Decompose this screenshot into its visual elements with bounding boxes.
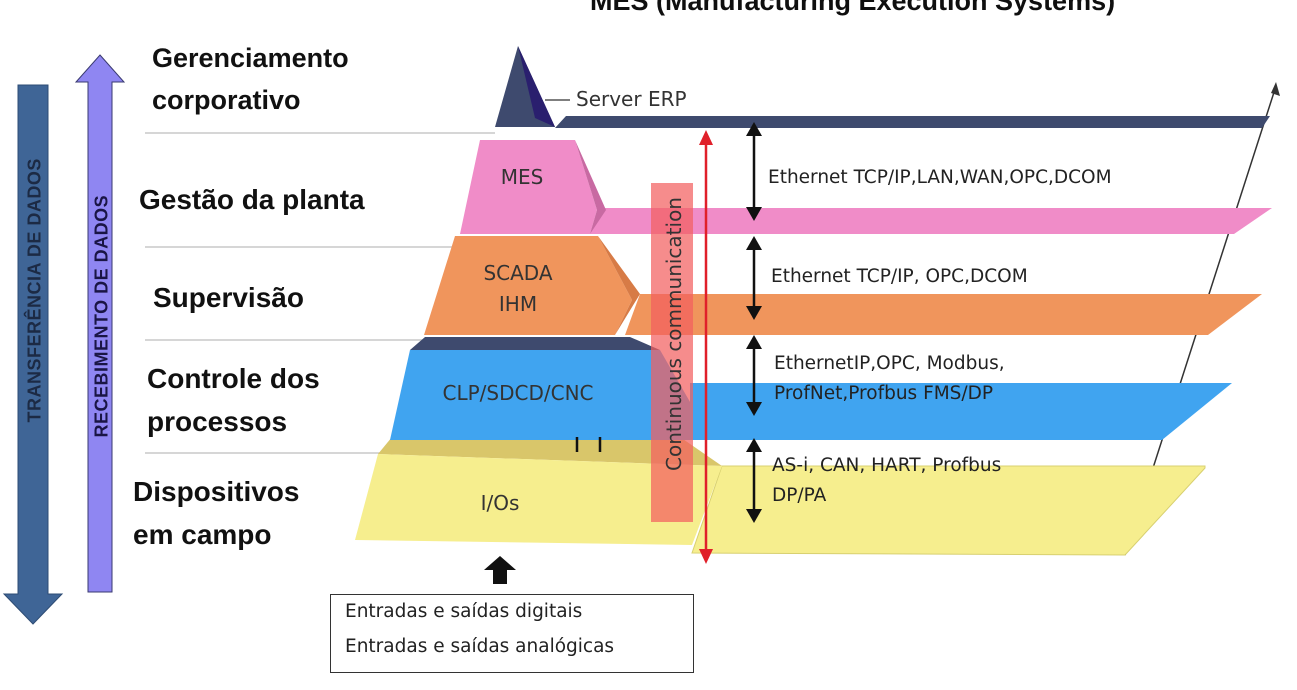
protocol-control-line2: ProfNet,Profbus FMS/DP [774, 382, 994, 404]
io-input-arrow [484, 556, 516, 584]
level-name-supervision: Supervisão [153, 276, 304, 319]
protocol-label-plant: Ethernet TCP/IP,LAN,WAN,OPC,DCOM [768, 163, 1112, 193]
level-name-supervision-line1: Supervisão [153, 282, 304, 313]
double-arrow-1 [746, 122, 762, 221]
yellow-tier [355, 454, 722, 545]
scada-label: SCADA IHM [458, 258, 578, 320]
yellow-shelf-top [378, 437, 722, 466]
continuous-arrow-head-top [699, 130, 713, 145]
pink-tier [460, 140, 597, 234]
pink-tier-side [575, 140, 606, 234]
receive-arrow-label: RECEBIMENTO DE DADOS [91, 194, 112, 438]
protocol-field-line2: DP/PA [772, 484, 827, 506]
blue-tier-cap [410, 337, 660, 350]
io-line-digital: Entradas e saídas digitais [345, 601, 583, 622]
blue-tier [390, 350, 712, 440]
pink-shelf-right [590, 208, 1272, 234]
level-name-plant-line1: Gestão da planta [139, 184, 365, 215]
orange-tier-side [598, 236, 640, 335]
blue-shelf-right [690, 383, 1232, 440]
level-name-corporate: Gerenciamento corporativo [152, 38, 349, 122]
scada-label-line1: SCADA [483, 261, 553, 285]
protocol-label-control: EthernetIP,OPC, Modbus, ProfNet,Profbus … [774, 349, 1005, 408]
level-name-plant: Gestão da planta [139, 178, 365, 221]
orange-shelf-right [625, 294, 1262, 335]
orange-tier [424, 236, 632, 335]
io-line-analog: Entradas e saídas analógicas [345, 636, 615, 657]
erp-pyramid-shade [518, 46, 555, 127]
level-name-field-line1: Dispositivos [133, 476, 300, 507]
clp-label: CLP/SDCD/CNC [442, 381, 594, 405]
axis-arrowhead [1271, 82, 1280, 96]
continuous-communication-label: Continuous communication [662, 197, 686, 471]
double-arrow-2 [746, 236, 762, 320]
page-title: MES (Manufacturing Execution Systems) [590, 0, 1116, 16]
protocol-plant-line1: Ethernet TCP/IP,LAN,WAN,OPC,DCOM [768, 167, 1112, 188]
ihm-label: IHM [498, 292, 538, 316]
io-description-box: Entradas e saídas digitais Entradas e sa… [330, 594, 694, 673]
server-erp-label: Server ERP [576, 87, 687, 111]
navy-shelf [555, 116, 1270, 128]
level-name-control-line1: Controle dos [147, 363, 320, 394]
transfer-arrow-label: TRANSFERÊNCIA DE DADOS [24, 158, 45, 423]
receive-arrow [74, 54, 126, 593]
continuous-arrow-head-bottom [699, 549, 713, 564]
level-name-field: Dispositivos em campo [133, 470, 299, 557]
transfer-arrow [2, 84, 64, 625]
double-arrow-3 [746, 335, 762, 416]
level-name-control-line2: processos [147, 406, 288, 438]
protocol-field-line1: AS-i, CAN, HART, Profbus [772, 455, 1002, 476]
level-name-corporate-line2: corporativo [152, 84, 301, 115]
mes-label: MES [500, 165, 544, 189]
protocol-label-supervision: Ethernet TCP/IP, OPC,DCOM [771, 262, 1028, 292]
double-arrow-4 [746, 438, 762, 523]
continuous-band [651, 183, 693, 522]
yellow-shelf-right [691, 465, 1206, 556]
protocol-label-field: AS-i, CAN, HART, Profbus DP/PA [772, 451, 1001, 510]
level-name-field-line2: em campo [133, 519, 272, 551]
protocol-control-line1: EthernetIP,OPC, Modbus, [774, 353, 1005, 374]
ios-label: I/Os [480, 491, 520, 515]
protocol-supervision-line1: Ethernet TCP/IP, OPC,DCOM [771, 266, 1028, 287]
level-name-control: Controle dos processos [147, 357, 320, 444]
level-name-corporate-line1: Gerenciamento [152, 43, 349, 73]
